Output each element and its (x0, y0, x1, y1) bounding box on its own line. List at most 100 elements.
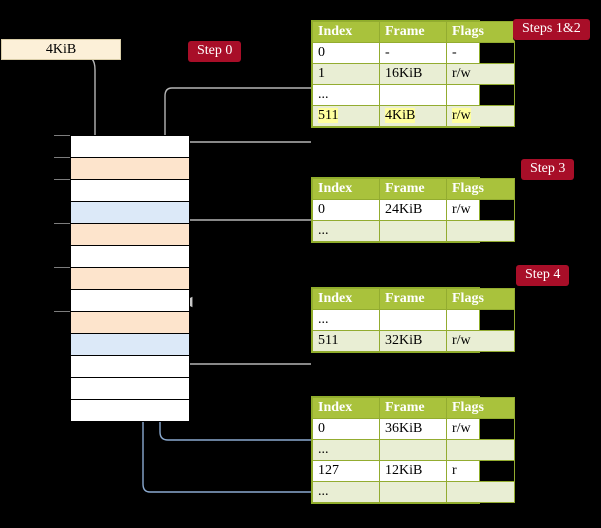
table-cell: r (446, 460, 515, 482)
wire-step4 (173, 312, 311, 365)
column-header-frame: Frame (379, 288, 447, 310)
memory-frame-row (70, 179, 190, 202)
memory-frame-row (70, 201, 190, 224)
table-row[interactable]: ... (312, 481, 515, 503)
virtual-address-box: 4KiB (1, 39, 121, 60)
table-row[interactable]: ... (312, 220, 515, 242)
highlighted-value: 511 (318, 108, 339, 123)
table-cell (379, 309, 447, 331)
table-cell: r/w (446, 63, 515, 85)
column-header-flags: Flags (446, 21, 515, 43)
memory-frame-row (70, 399, 190, 422)
memory-frame-row (70, 333, 190, 356)
table-cell: 511 (312, 330, 380, 352)
table-row[interactable]: ... (312, 84, 515, 106)
wire-steps12-b (174, 141, 311, 158)
column-header-flags: Flags (446, 397, 515, 419)
table-cell: ... (312, 84, 380, 106)
column-header-flags: Flags (446, 178, 515, 200)
column-header-index: Index (312, 397, 380, 419)
table-cell: 36KiB (379, 418, 447, 440)
table-cell: 1 (312, 63, 380, 85)
table-cell: r/w (446, 418, 515, 440)
memory-frame-row (70, 267, 190, 290)
table-cell (379, 439, 447, 461)
memory-frame-row (70, 135, 190, 158)
table-cell: ... (312, 309, 380, 331)
table-cell: - (446, 42, 515, 64)
table-cell: r/w (446, 105, 515, 127)
table-cell (379, 481, 447, 503)
memory-frame-row (70, 223, 190, 246)
memory-scale-tick (54, 179, 70, 180)
column-header-frame: Frame (379, 178, 447, 200)
step-badge-step4: Step 4 (516, 265, 570, 286)
table-cell: 24KiB (379, 199, 447, 221)
highlighted-value: 4KiB (385, 108, 416, 123)
column-header-index: Index (312, 21, 380, 43)
memory-frame-row (70, 377, 190, 400)
column-header-index: Index (312, 288, 380, 310)
memory-frame-row (70, 355, 190, 378)
column-header-frame: Frame (379, 397, 447, 419)
table-cell (446, 84, 515, 106)
wire-step3 (181, 219, 311, 308)
table-cell: 127 (312, 460, 380, 482)
memory-frame-row (70, 311, 190, 334)
table-cell: r/w (446, 330, 515, 352)
table-cell (446, 309, 515, 331)
table-cell: - (379, 42, 447, 64)
table-cell: 0 (312, 199, 380, 221)
table-cell: 4KiB (379, 105, 447, 127)
column-header-index: Index (312, 178, 380, 200)
virtual-address-label: 4KiB (45, 42, 77, 57)
memory-scale-tick (54, 311, 70, 312)
table-cell: ... (312, 220, 380, 242)
table-cell: ... (312, 439, 380, 461)
table-cell: r/w (446, 199, 515, 221)
table-cell: 32KiB (379, 330, 447, 352)
table-cell: ... (312, 481, 380, 503)
table-row[interactable]: 511 4KiB r/w (312, 105, 515, 127)
table-cell: 0 (312, 418, 380, 440)
memory-scale-tick (54, 223, 70, 224)
column-header-flags: Flags (446, 288, 515, 310)
table-cell: 12KiB (379, 460, 447, 482)
table-cell: 16KiB (379, 63, 447, 85)
memory-frame-row (70, 245, 190, 268)
physical-memory-column (70, 135, 190, 422)
memory-scale-tick (54, 157, 70, 158)
step-badge-step3: Step 3 (521, 159, 575, 180)
table-cell (379, 84, 447, 106)
step-badge-steps12: Steps 1&2 (513, 19, 590, 40)
memory-frame-row (70, 157, 190, 180)
table-cell (446, 439, 515, 461)
memory-scale-tick (54, 135, 70, 136)
memory-frame-row (70, 289, 190, 312)
table-cell (379, 220, 447, 242)
table-row[interactable]: ... (312, 309, 515, 331)
table-cell: 0 (312, 42, 380, 64)
table-cell (446, 220, 515, 242)
column-header-frame: Frame (379, 21, 447, 43)
table-cell: 511 (312, 105, 380, 127)
step-badge-step0: Step 0 (188, 41, 242, 62)
table-row[interactable]: 0-- (312, 42, 515, 64)
table-row[interactable]: ... (312, 439, 515, 461)
highlighted-value: r/w (452, 108, 471, 123)
table-cell (446, 481, 515, 503)
memory-scale-tick (54, 267, 70, 268)
